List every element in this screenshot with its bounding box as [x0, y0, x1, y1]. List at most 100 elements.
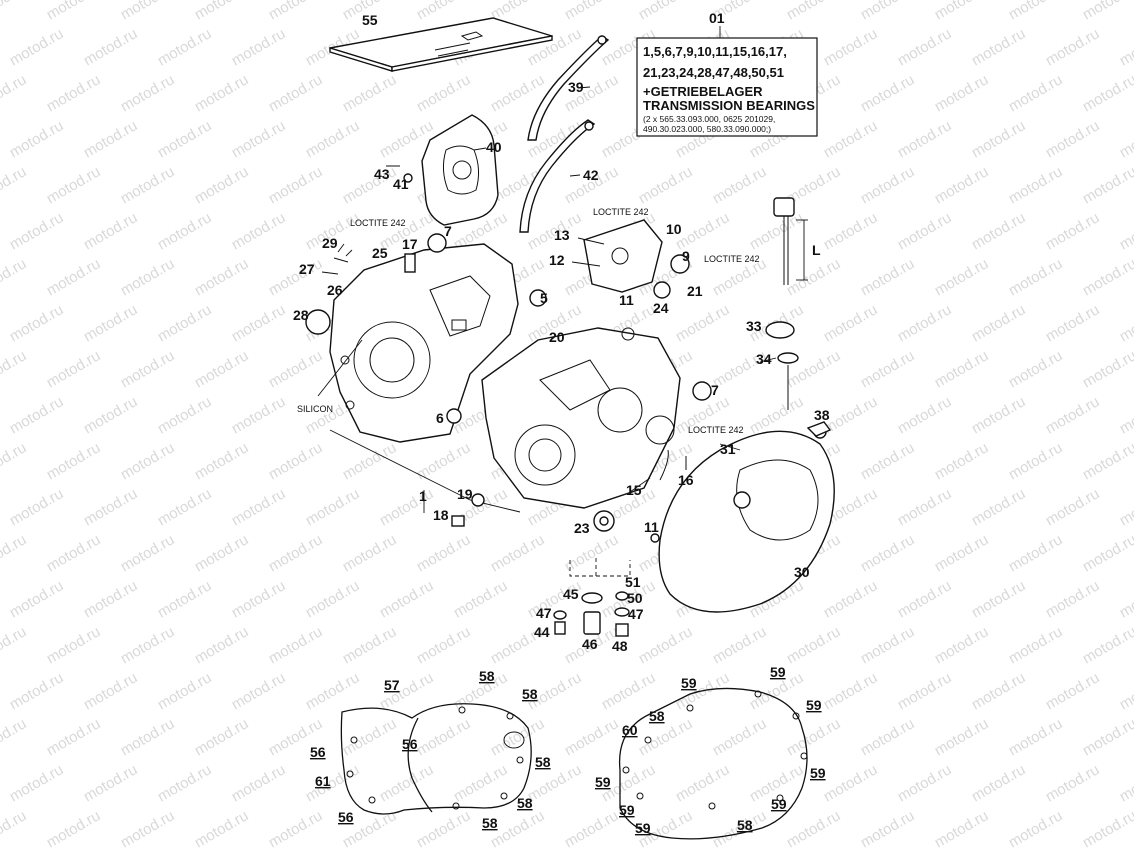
watermark-text: motod.ru: [118, 347, 178, 391]
watermark-text: motod.ru: [969, 761, 1029, 805]
callout: 57: [384, 677, 400, 693]
callout: 18: [433, 507, 449, 523]
kit-line: 1,5,6,7,9,10,11,15,16,17,: [643, 44, 787, 59]
loctite-label: LOCTITE 242: [688, 425, 744, 435]
watermark-text: motod.ru: [192, 623, 252, 667]
callout: 55: [362, 12, 378, 28]
watermark-text: motod.ru: [895, 485, 955, 529]
callout: 15: [626, 482, 642, 498]
watermark-text: motod.ru: [932, 531, 992, 575]
watermark-text: motod.ru: [118, 623, 178, 667]
manual-booklet-part: [329, 17, 553, 72]
watermark-text: motod.ru: [710, 163, 770, 207]
watermark-text: motod.ru: [858, 715, 918, 759]
watermark-text: motod.ru: [562, 715, 622, 759]
callout: 29: [322, 235, 338, 251]
watermark-text: motod.ru: [340, 439, 400, 483]
watermark-text: motod.ru: [81, 301, 141, 345]
watermark-text: motod.ru: [155, 209, 215, 253]
callout: 38: [814, 407, 830, 423]
watermark-text: motod.ru: [858, 0, 918, 23]
callout: 56: [310, 744, 326, 760]
watermark-text: motod.ru: [229, 209, 289, 253]
watermark-text: motod.ru: [7, 25, 67, 69]
watermark-text: motod.ru: [451, 577, 511, 621]
watermark-text: motod.ru: [858, 807, 918, 851]
callout: 59: [770, 664, 786, 680]
callout: 25: [372, 245, 388, 261]
watermark-text: motod.ru: [784, 623, 844, 667]
watermark-text: motod.ru: [0, 255, 29, 299]
callout: 58: [649, 708, 665, 724]
watermark-text: motod.ru: [81, 209, 141, 253]
watermark-text: motod.ru: [895, 669, 955, 713]
watermark-text: motod.ru: [81, 117, 141, 161]
callout: 45: [563, 586, 579, 602]
watermark-text: motod.ru: [858, 255, 918, 299]
callout: 10: [666, 221, 682, 237]
watermark-text: motod.ru: [7, 209, 67, 253]
callout: 33: [746, 318, 762, 334]
right-crankcase-part: [481, 327, 681, 509]
watermark-text: motod.ru: [1043, 485, 1103, 529]
callout: 30: [794, 564, 810, 580]
watermark-text: motod.ru: [1043, 209, 1103, 253]
watermark-text: motod.ru: [44, 439, 104, 483]
callout: 58: [737, 817, 753, 833]
watermark-text: motod.ru: [44, 715, 104, 759]
watermark-text: motod.ru: [1080, 255, 1134, 299]
callout: 16: [678, 472, 694, 488]
watermark-text: motod.ru: [895, 25, 955, 69]
watermark-text: motod.ru: [1043, 25, 1103, 69]
watermark-text: motod.ru: [81, 25, 141, 69]
watermark-text: motod.ru: [1006, 807, 1066, 851]
watermark-text: motod.ru: [821, 669, 881, 713]
callout: 19: [457, 486, 473, 502]
watermark-text: motod.ru: [303, 761, 363, 805]
watermark-text: motod.ru: [303, 485, 363, 529]
leader-lines: [317, 86, 777, 513]
loctite-label: LOCTITE 242: [593, 207, 649, 217]
watermark-text: motod.ru: [895, 577, 955, 621]
crankcase-gasket-part: [340, 703, 532, 815]
watermark-text: motod.ru: [1080, 0, 1134, 23]
watermark-text: motod.ru: [229, 577, 289, 621]
callout: 24: [653, 300, 669, 316]
watermark-text: motod.ru: [932, 623, 992, 667]
watermark-text: motod.ru: [0, 71, 29, 115]
kit-line: TRANSMISSION BEARINGS: [643, 98, 815, 113]
kit-line: +GETRIEBELAGER: [643, 84, 763, 99]
watermark-text: motod.ru: [7, 669, 67, 713]
watermark-text: motod.ru: [303, 577, 363, 621]
watermark-text: motod.ru: [266, 71, 326, 115]
callout: 59: [681, 675, 697, 691]
watermark-text: motod.ru: [932, 347, 992, 391]
watermark-text: motod.ru: [784, 0, 844, 23]
watermark-text: motod.ru: [229, 485, 289, 529]
callout: 39: [568, 79, 584, 95]
watermark-text: motod.ru: [1006, 623, 1066, 667]
watermark-text: motod.ru: [7, 301, 67, 345]
watermark-text: motod.ru: [414, 0, 474, 23]
watermark-text: motod.ru: [44, 807, 104, 851]
watermark-text: motod.ru: [44, 71, 104, 115]
watermark-text: motod.ru: [1080, 439, 1134, 483]
watermark-text: motod.ru: [1117, 669, 1134, 713]
watermark-text: motod.ru: [1006, 0, 1066, 23]
drain-plug-assembly: [553, 558, 631, 637]
cable-guide-part: [519, 35, 610, 233]
watermark-text: motod.ru: [932, 71, 992, 115]
watermark-text: motod.ru: [1080, 807, 1134, 851]
watermark-text: motod.ru: [377, 485, 437, 529]
annotation-labels: LOCTITE 242 LOCTITE 242 LOCTITE 242 LOCT…: [297, 207, 821, 435]
callout: 58: [535, 754, 551, 770]
callout: 59: [595, 774, 611, 790]
watermark-text: motod.ru: [895, 209, 955, 253]
watermark-text: motod.ru: [266, 0, 326, 23]
watermark-text: motod.ru: [155, 301, 215, 345]
watermark-text: motod.ru: [0, 531, 29, 575]
watermark-text: motod.ru: [266, 255, 326, 299]
watermark-text: motod.ru: [969, 485, 1029, 529]
callout: 40: [486, 139, 502, 155]
watermark-text: motod.ru: [155, 577, 215, 621]
